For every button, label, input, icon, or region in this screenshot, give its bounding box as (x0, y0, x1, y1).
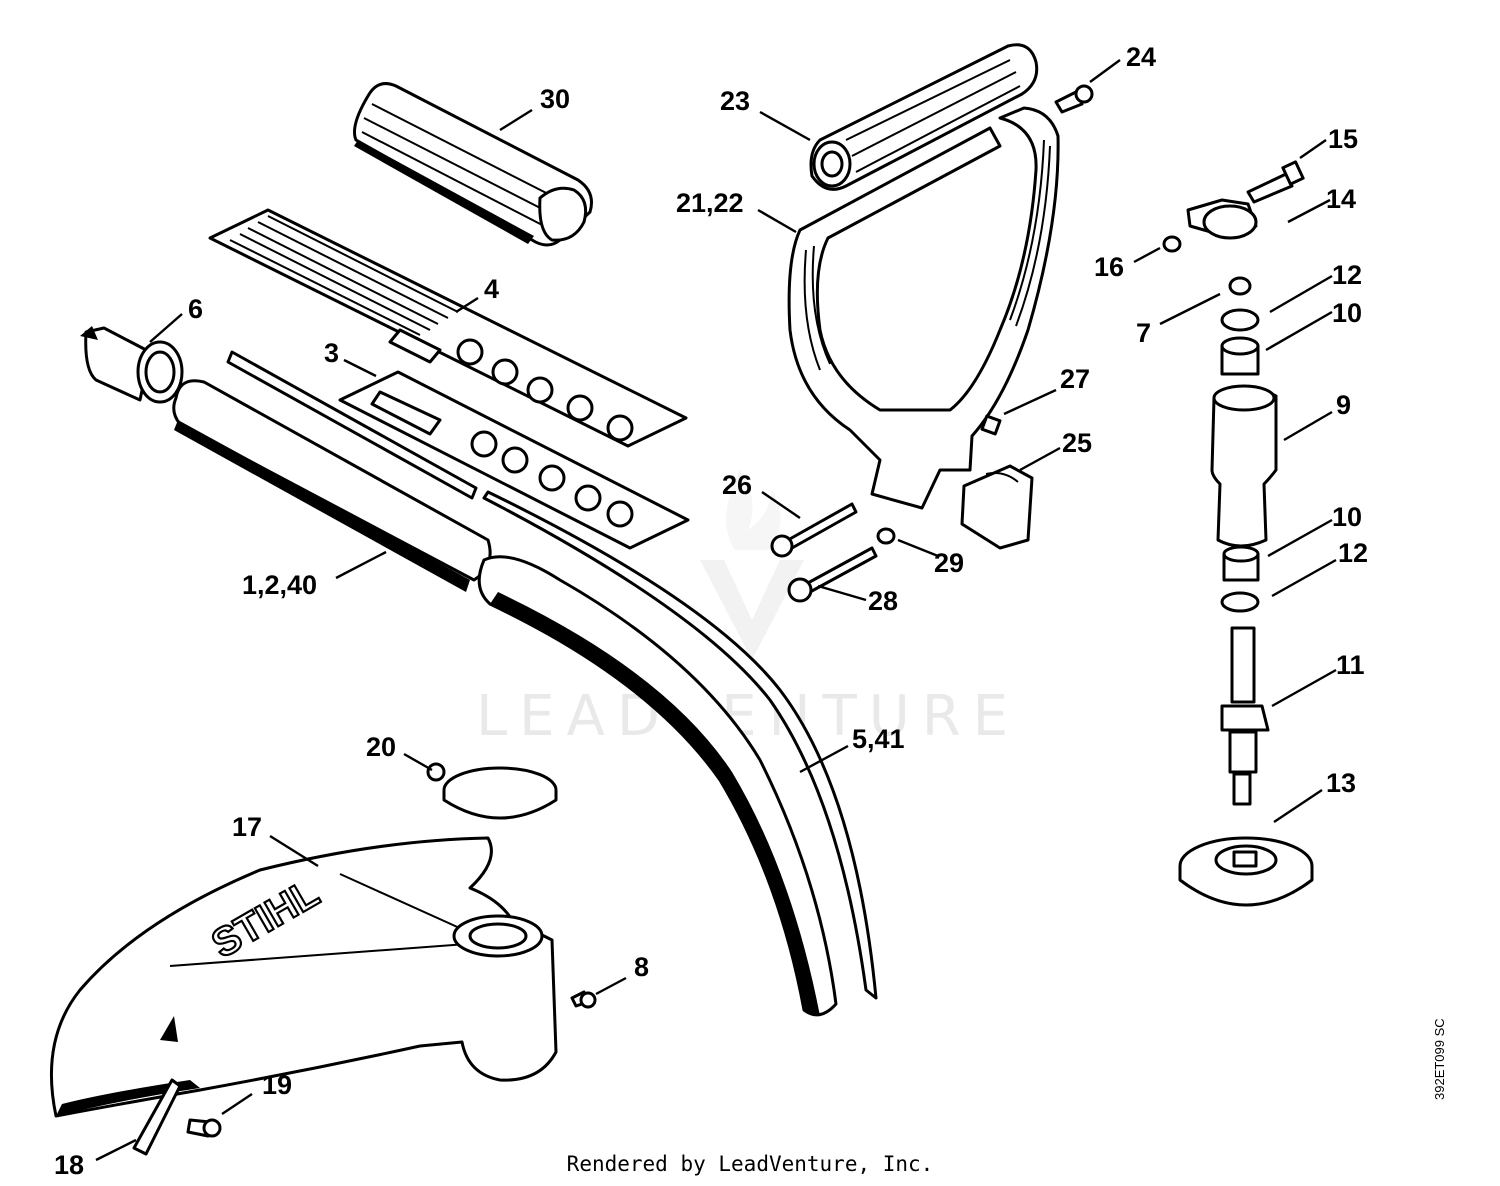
callout-16: 16 (1094, 252, 1124, 282)
callout-26: 26 (722, 470, 752, 500)
part-8-screw (570, 990, 597, 1009)
callout-18: 18 (54, 1150, 84, 1180)
part-30-sleeve (353, 82, 593, 247)
callout-15: 15 (1328, 124, 1358, 154)
callout-19: 19 (262, 1070, 292, 1100)
part-11-spindle (1220, 626, 1270, 806)
part-25-clamp-block (960, 464, 1034, 550)
part-29-washer (876, 527, 896, 545)
leader-lines (95, 59, 1337, 1162)
callout-29: 29 (934, 548, 964, 578)
part-14-clamp (1186, 198, 1258, 240)
drawing-code: 392ET099 SC (1432, 1018, 1447, 1100)
callouts: 30 23 24 15 14 21,22 16 12 7 10 4 6 3 27… (54, 42, 1368, 1180)
part-20-hose-clamp (426, 762, 558, 820)
callout-14: 14 (1326, 184, 1356, 214)
callout-6: 6 (188, 294, 203, 324)
part-19-screw (186, 1118, 222, 1138)
part-28-bolt (787, 546, 878, 603)
callout-10-upper: 10 (1332, 298, 1362, 328)
callout-7: 7 (1136, 318, 1151, 348)
part-6-bushing (80, 326, 184, 404)
part-5-41-curved-tube (477, 555, 838, 1017)
part-26-bolt (770, 502, 858, 558)
part-23-grip (809, 43, 1039, 191)
part-27-nut (980, 414, 1002, 436)
callout-12-lower: 12 (1338, 538, 1368, 568)
callout-12-upper: 12 (1332, 260, 1362, 290)
part-24-screw (1054, 84, 1094, 114)
callout-28: 28 (868, 586, 898, 616)
part-16-nut (1162, 235, 1182, 253)
part-9-housing (1210, 384, 1278, 548)
callout-21-22: 21,22 (676, 188, 744, 218)
callout-5-41: 5,41 (852, 724, 905, 754)
callout-13: 13 (1326, 768, 1356, 798)
part-15-screw (1246, 160, 1305, 204)
part-18-blade (132, 1078, 182, 1156)
callout-10-lower: 10 (1332, 502, 1362, 532)
part-7-circlip (1228, 276, 1252, 296)
callout-25: 25 (1062, 428, 1092, 458)
part-10-bearing-lower (1222, 545, 1260, 582)
callout-11: 11 (1336, 650, 1365, 680)
callout-30: 30 (540, 84, 570, 114)
part-3-decal (338, 370, 690, 550)
drive-shaft (226, 350, 878, 1000)
callout-20: 20 (366, 732, 396, 762)
callout-1-2-40: 1,2,40 (242, 570, 317, 600)
callout-27: 27 (1060, 364, 1090, 394)
footer-credit: Rendered by LeadVenture, Inc. (566, 1152, 934, 1176)
part-12-washer-upper (1220, 308, 1260, 332)
callout-4: 4 (484, 274, 499, 304)
callout-3: 3 (324, 338, 339, 368)
callout-9: 9 (1336, 390, 1351, 420)
part-10-bearing-upper (1220, 336, 1260, 376)
part-4-decal (208, 208, 688, 448)
callout-17: 17 (232, 812, 262, 842)
part-21-22-loop-handle (787, 106, 1060, 510)
watermark-logo (700, 470, 804, 660)
part-12-washer-lower (1220, 591, 1260, 613)
part-17-deflector: STIHL (50, 836, 558, 1118)
part-13-thrust-plate (1178, 836, 1314, 907)
callout-8: 8 (634, 952, 649, 982)
callout-23: 23 (720, 86, 750, 116)
callout-24: 24 (1126, 42, 1156, 72)
